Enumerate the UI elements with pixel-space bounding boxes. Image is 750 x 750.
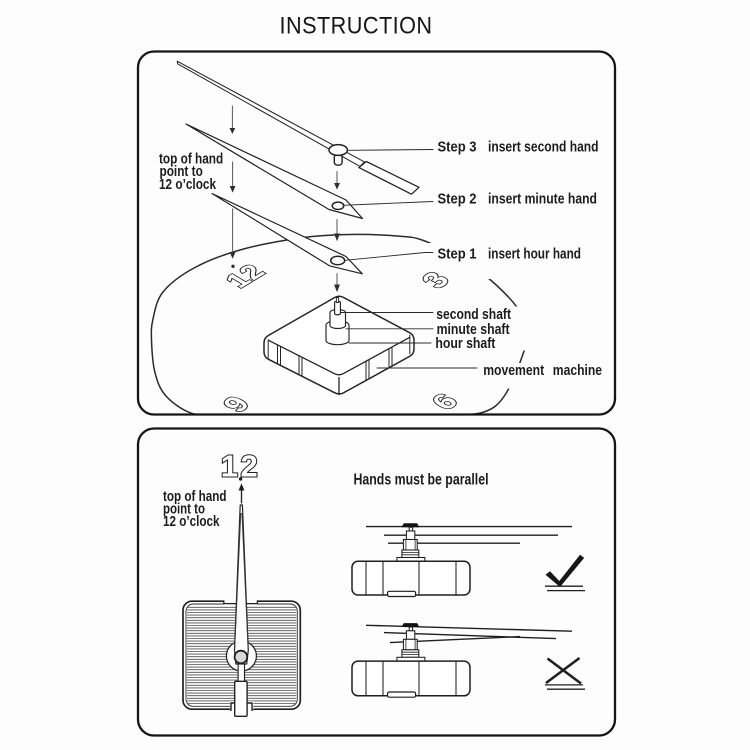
svg-text:point to: point to: [160, 164, 203, 180]
svg-text:point to: point to: [163, 501, 205, 517]
svg-text:Step 1: Step 1: [438, 246, 477, 263]
svg-text:second shaft: second shaft: [436, 306, 511, 323]
svg-text:top of hand: top of hand: [159, 151, 223, 167]
svg-text:minute shaft: minute shaft: [437, 321, 510, 338]
svg-text:insert second hand: insert second hand: [488, 139, 599, 156]
svg-text:12 o’clock: 12 o’clock: [159, 177, 217, 193]
svg-text:hour shaft: hour shaft: [435, 335, 495, 352]
svg-text:top of hand: top of hand: [163, 489, 227, 505]
svg-text:machine: machine: [553, 362, 602, 379]
svg-text:12 o’clock: 12 o’clock: [163, 514, 220, 530]
svg-text:INSTRUCTION: INSTRUCTION: [280, 13, 433, 40]
svg-text:insert hour hand: insert hour hand: [488, 246, 581, 263]
svg-text:movement: movement: [483, 362, 544, 379]
svg-text:Step 2: Step 2: [438, 191, 477, 208]
svg-text:Hands must be parallel: Hands must be parallel: [354, 471, 489, 488]
svg-text:insert minute hand: insert minute hand: [488, 191, 597, 208]
svg-text:Step 3: Step 3: [438, 139, 477, 156]
